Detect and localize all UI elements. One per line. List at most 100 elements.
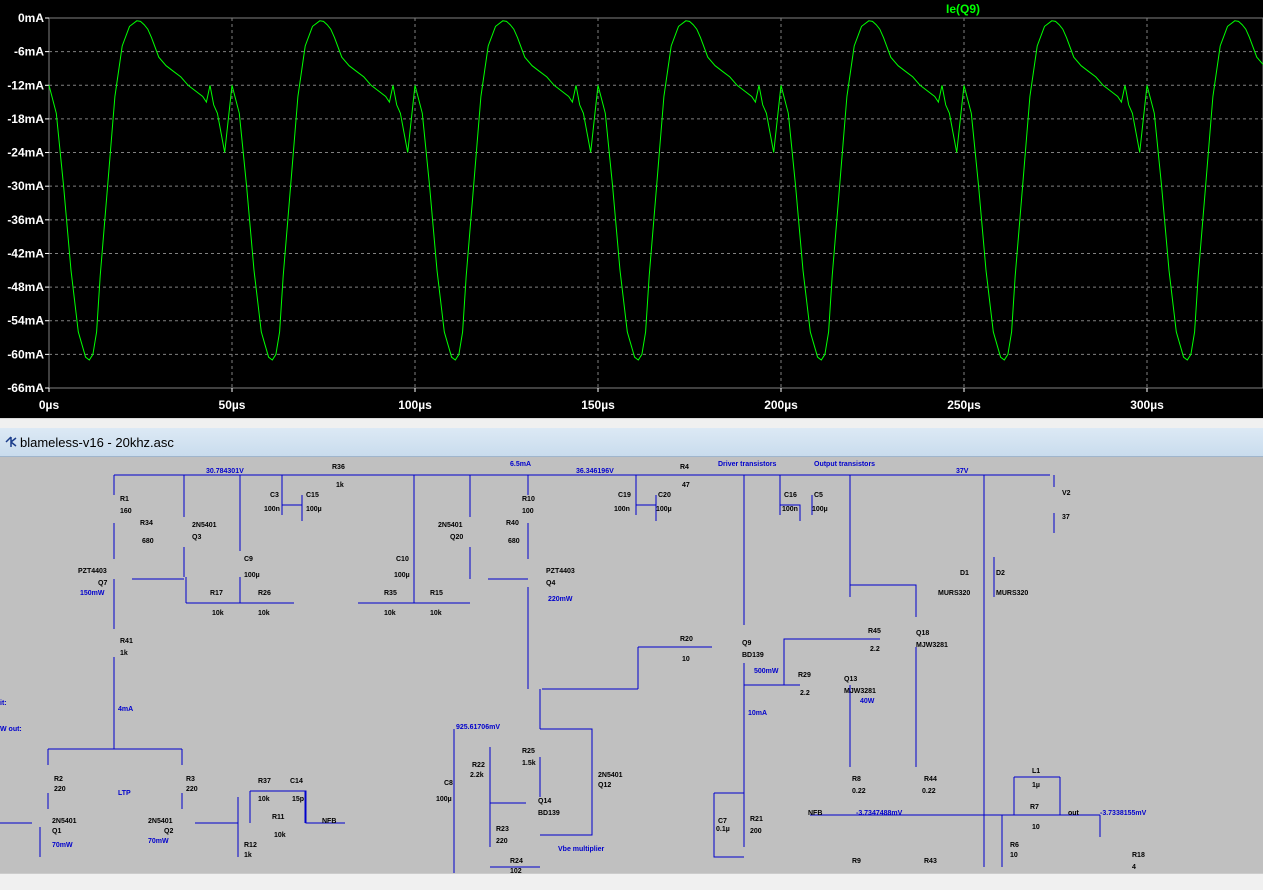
svg-text:0.22: 0.22 bbox=[852, 788, 866, 795]
svg-text:100n: 100n bbox=[614, 506, 630, 513]
svg-text:Q4: Q4 bbox=[546, 580, 555, 587]
y-axis: 0mA-6mA-12mA-18mA-24mA-30mA-36mA-42mA-48… bbox=[7, 11, 49, 395]
svg-text:Q18: Q18 bbox=[916, 630, 929, 637]
svg-text:R36: R36 bbox=[332, 464, 345, 471]
svg-text:C3: C3 bbox=[270, 492, 279, 499]
svg-text:1k: 1k bbox=[120, 650, 128, 657]
svg-text:0.22: 0.22 bbox=[922, 788, 936, 795]
trace-label[interactable]: Ie(Q9) bbox=[946, 2, 980, 16]
x-tick-label: 300µs bbox=[1130, 398, 1164, 412]
svg-text:BD139: BD139 bbox=[742, 652, 764, 659]
y-tick-label: -6mA bbox=[14, 45, 44, 59]
trace-ie-q9[interactable] bbox=[48, 20, 1263, 361]
svg-text:1k: 1k bbox=[244, 852, 252, 859]
svg-text:Q1: Q1 bbox=[52, 828, 61, 835]
svg-text:C14: C14 bbox=[290, 778, 303, 785]
svg-text:Q3: Q3 bbox=[192, 534, 201, 541]
svg-text:220: 220 bbox=[54, 786, 66, 793]
svg-text:MURS320: MURS320 bbox=[996, 590, 1028, 597]
svg-text:Q20: Q20 bbox=[450, 534, 463, 541]
svg-text:R41: R41 bbox=[120, 638, 133, 645]
svg-text:R40: R40 bbox=[506, 520, 519, 527]
svg-text:PZT4403: PZT4403 bbox=[546, 568, 575, 575]
svg-text:37V: 37V bbox=[956, 468, 969, 475]
svg-text:100µ: 100µ bbox=[436, 796, 452, 803]
svg-text:R45: R45 bbox=[868, 628, 881, 635]
svg-text:4: 4 bbox=[1132, 864, 1136, 871]
svg-text:Q7: Q7 bbox=[98, 580, 107, 587]
svg-text:Vbe multiplier: Vbe multiplier bbox=[558, 846, 605, 853]
svg-text:36.346196V: 36.346196V bbox=[576, 468, 614, 475]
svg-text:Q14: Q14 bbox=[538, 798, 551, 805]
svg-text:2N5401: 2N5401 bbox=[52, 818, 77, 825]
svg-text:C16: C16 bbox=[784, 492, 797, 499]
svg-text:it:: it: bbox=[0, 700, 7, 707]
svg-text:100µ: 100µ bbox=[812, 506, 828, 513]
y-tick-label: -24mA bbox=[7, 146, 44, 160]
svg-text:-3.7338155mV: -3.7338155mV bbox=[1100, 810, 1147, 817]
svg-text:C5: C5 bbox=[814, 492, 823, 499]
svg-text:R6: R6 bbox=[1010, 842, 1019, 849]
svg-text:220: 220 bbox=[496, 838, 508, 845]
svg-text:Driver transistors: Driver transistors bbox=[718, 461, 776, 468]
svg-text:R7: R7 bbox=[1030, 804, 1039, 811]
svg-text:30.784301V: 30.784301V bbox=[206, 468, 244, 475]
svg-text:R21: R21 bbox=[750, 816, 763, 823]
svg-text:160: 160 bbox=[120, 508, 132, 515]
svg-text:R9: R9 bbox=[852, 858, 861, 865]
svg-text:100µ: 100µ bbox=[306, 506, 322, 513]
svg-text:PZT4403: PZT4403 bbox=[78, 568, 107, 575]
svg-text:10: 10 bbox=[1032, 824, 1040, 831]
x-tick-label: 0µs bbox=[39, 398, 60, 412]
svg-text:R35: R35 bbox=[384, 590, 397, 597]
svg-text:R23: R23 bbox=[496, 826, 509, 833]
svg-text:10k: 10k bbox=[274, 832, 286, 839]
svg-text:2N5401: 2N5401 bbox=[598, 772, 623, 779]
svg-text:C8: C8 bbox=[444, 780, 453, 787]
svg-text:LTP: LTP bbox=[118, 790, 131, 797]
svg-text:MJW3281: MJW3281 bbox=[916, 642, 948, 649]
svg-text:R24: R24 bbox=[510, 858, 523, 865]
svg-text:1k: 1k bbox=[336, 482, 344, 489]
plot-grid bbox=[49, 18, 1263, 388]
svg-text:W out:: W out: bbox=[0, 726, 22, 733]
svg-text:100µ: 100µ bbox=[244, 572, 260, 579]
y-tick-label: -54mA bbox=[7, 314, 44, 328]
svg-text:680: 680 bbox=[142, 538, 154, 545]
svg-text:R2: R2 bbox=[54, 776, 63, 783]
svg-text:BD139: BD139 bbox=[538, 810, 560, 817]
svg-text:100µ: 100µ bbox=[656, 506, 672, 513]
svg-text:37: 37 bbox=[1062, 514, 1070, 521]
schematic-window-titlebar[interactable]: blameless-v16 - 20khz.asc bbox=[0, 428, 1263, 457]
svg-text:Q9: Q9 bbox=[742, 640, 751, 647]
svg-text:R10: R10 bbox=[522, 496, 535, 503]
svg-text:R43: R43 bbox=[924, 858, 937, 865]
svg-text:150mW: 150mW bbox=[80, 590, 105, 597]
svg-text:R34: R34 bbox=[140, 520, 153, 527]
svg-text:2.2: 2.2 bbox=[800, 690, 810, 697]
y-tick-label: -18mA bbox=[7, 112, 44, 126]
waveform-plot-pane[interactable]: 0mA-6mA-12mA-18mA-24mA-30mA-36mA-42mA-48… bbox=[0, 0, 1263, 418]
svg-text:R4: R4 bbox=[680, 464, 689, 471]
svg-text:10k: 10k bbox=[384, 610, 396, 617]
schematic-drawing[interactable]: 30.784301V 6.5mA 36.346196V Driver trans… bbox=[0, 457, 1263, 873]
plot-frame bbox=[48, 17, 1263, 389]
svg-text:102: 102 bbox=[510, 868, 522, 873]
svg-text:100µ: 100µ bbox=[394, 572, 410, 579]
waveform-plot[interactable]: 0mA-6mA-12mA-18mA-24mA-30mA-36mA-42mA-48… bbox=[0, 0, 1263, 418]
svg-text:10: 10 bbox=[1010, 852, 1018, 859]
svg-text:D1: D1 bbox=[960, 570, 969, 577]
y-tick-label: -36mA bbox=[7, 213, 44, 227]
svg-text:200: 200 bbox=[750, 828, 762, 835]
svg-text:-3.7347488mV: -3.7347488mV bbox=[856, 810, 903, 817]
svg-text:R15: R15 bbox=[430, 590, 443, 597]
svg-text:100n: 100n bbox=[782, 506, 798, 513]
schematic-wires bbox=[0, 474, 1101, 873]
svg-text:2N5401: 2N5401 bbox=[148, 818, 173, 825]
svg-text:2.2: 2.2 bbox=[870, 646, 880, 653]
svg-text:10mA: 10mA bbox=[748, 710, 767, 717]
y-tick-label: -60mA bbox=[7, 347, 44, 361]
svg-text:70mW: 70mW bbox=[52, 842, 73, 849]
svg-text:500mW: 500mW bbox=[754, 668, 779, 675]
schematic-canvas[interactable]: 30.784301V 6.5mA 36.346196V Driver trans… bbox=[0, 457, 1263, 873]
